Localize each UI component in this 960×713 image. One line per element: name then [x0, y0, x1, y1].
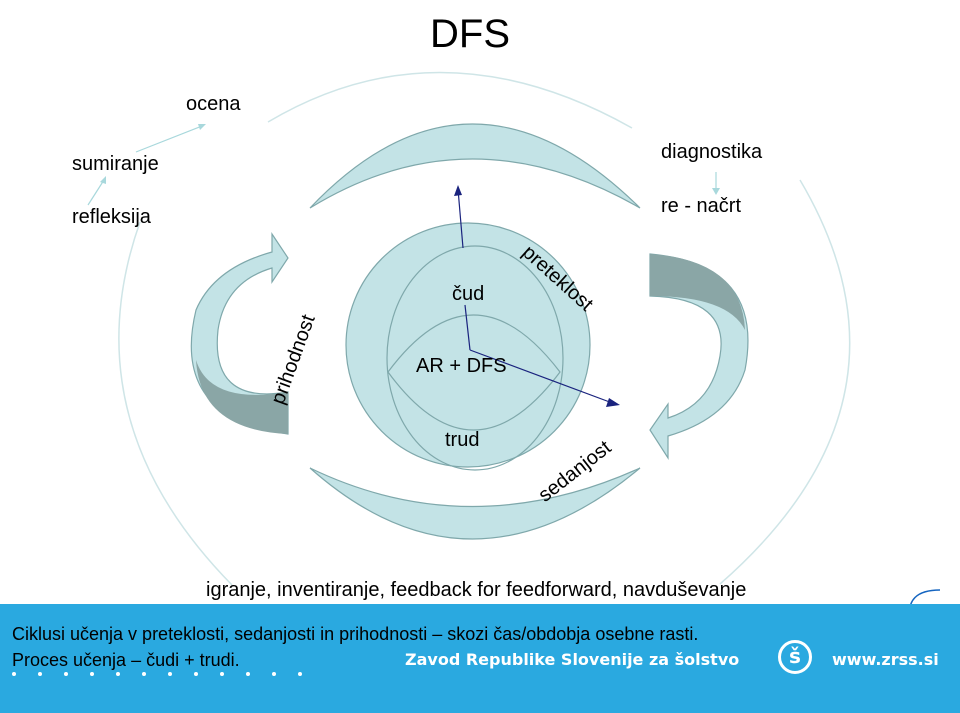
central-inner-ellipse [386, 245, 564, 471]
label-sumiranje: sumiranje [72, 153, 159, 175]
outer-cycle-arc-top [267, 71, 633, 129]
footer-line-2: Proces učenja – čudi + trudi. [12, 650, 240, 670]
footer-dots [12, 672, 302, 676]
top-crescent [309, 123, 641, 209]
footer-line-1: Ciklusi učenja v preteklosti, sedanjosti… [12, 624, 699, 644]
outer-cycle-arc-left [118, 221, 233, 586]
diagram-title: DFS [430, 12, 510, 56]
label-ocena: ocena [186, 93, 241, 115]
chain-arrowhead-2 [198, 124, 206, 130]
vector-head-right [606, 398, 620, 407]
outer-cycle-arc-right [719, 179, 851, 585]
right-arrow-shadow [650, 254, 745, 330]
footer-url-link[interactable]: www.zrss.si [832, 650, 939, 669]
label-center: AR + DFS [416, 355, 507, 377]
zrss-logo: š [778, 640, 812, 674]
bottom-crescent [309, 467, 641, 540]
central-lens [387, 314, 561, 431]
left-arrow-shadow [196, 360, 288, 434]
vector-head-up [454, 185, 462, 196]
chain-arrowhead-1 [100, 176, 106, 184]
label-bottom: igranje, inventiranje, feedback for feed… [206, 579, 747, 601]
chain-arrowhead-3 [712, 188, 720, 195]
chain-arrows-left [87, 125, 203, 206]
label-diagnostika: diagnostika [661, 141, 763, 163]
left-curved-arrow [190, 232, 289, 435]
footer-org-name: Zavod Republike Slovenije za šolstvo [405, 650, 740, 669]
label-trud: trud [445, 429, 480, 451]
vector-arrows [457, 188, 616, 405]
label-refleksija: refleksija [72, 206, 151, 228]
zrss-logo-letter: š [789, 644, 801, 668]
label-re-nacrt: re - načrt [661, 195, 742, 217]
label-cud: čud [452, 283, 485, 305]
